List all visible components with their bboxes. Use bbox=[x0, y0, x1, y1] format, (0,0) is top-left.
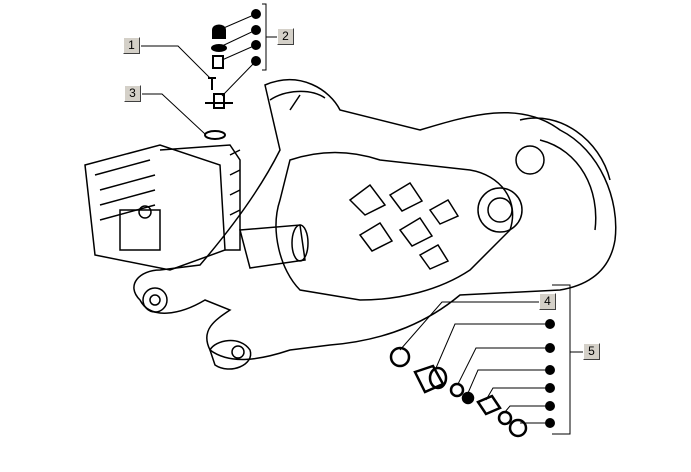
callout-5[interactable]: 5 bbox=[583, 343, 600, 360]
valve-parts bbox=[389, 346, 528, 438]
leader-lines bbox=[141, 3, 583, 435]
tensioner-parts bbox=[204, 24, 233, 140]
callout-1[interactable]: 1 bbox=[123, 37, 140, 54]
callout-4[interactable]: 4 bbox=[539, 293, 556, 310]
callout-3[interactable]: 3 bbox=[124, 85, 141, 102]
reference-dots bbox=[251, 9, 555, 428]
crankcase-drawing bbox=[84, 79, 617, 370]
callout-2[interactable]: 2 bbox=[277, 28, 294, 45]
